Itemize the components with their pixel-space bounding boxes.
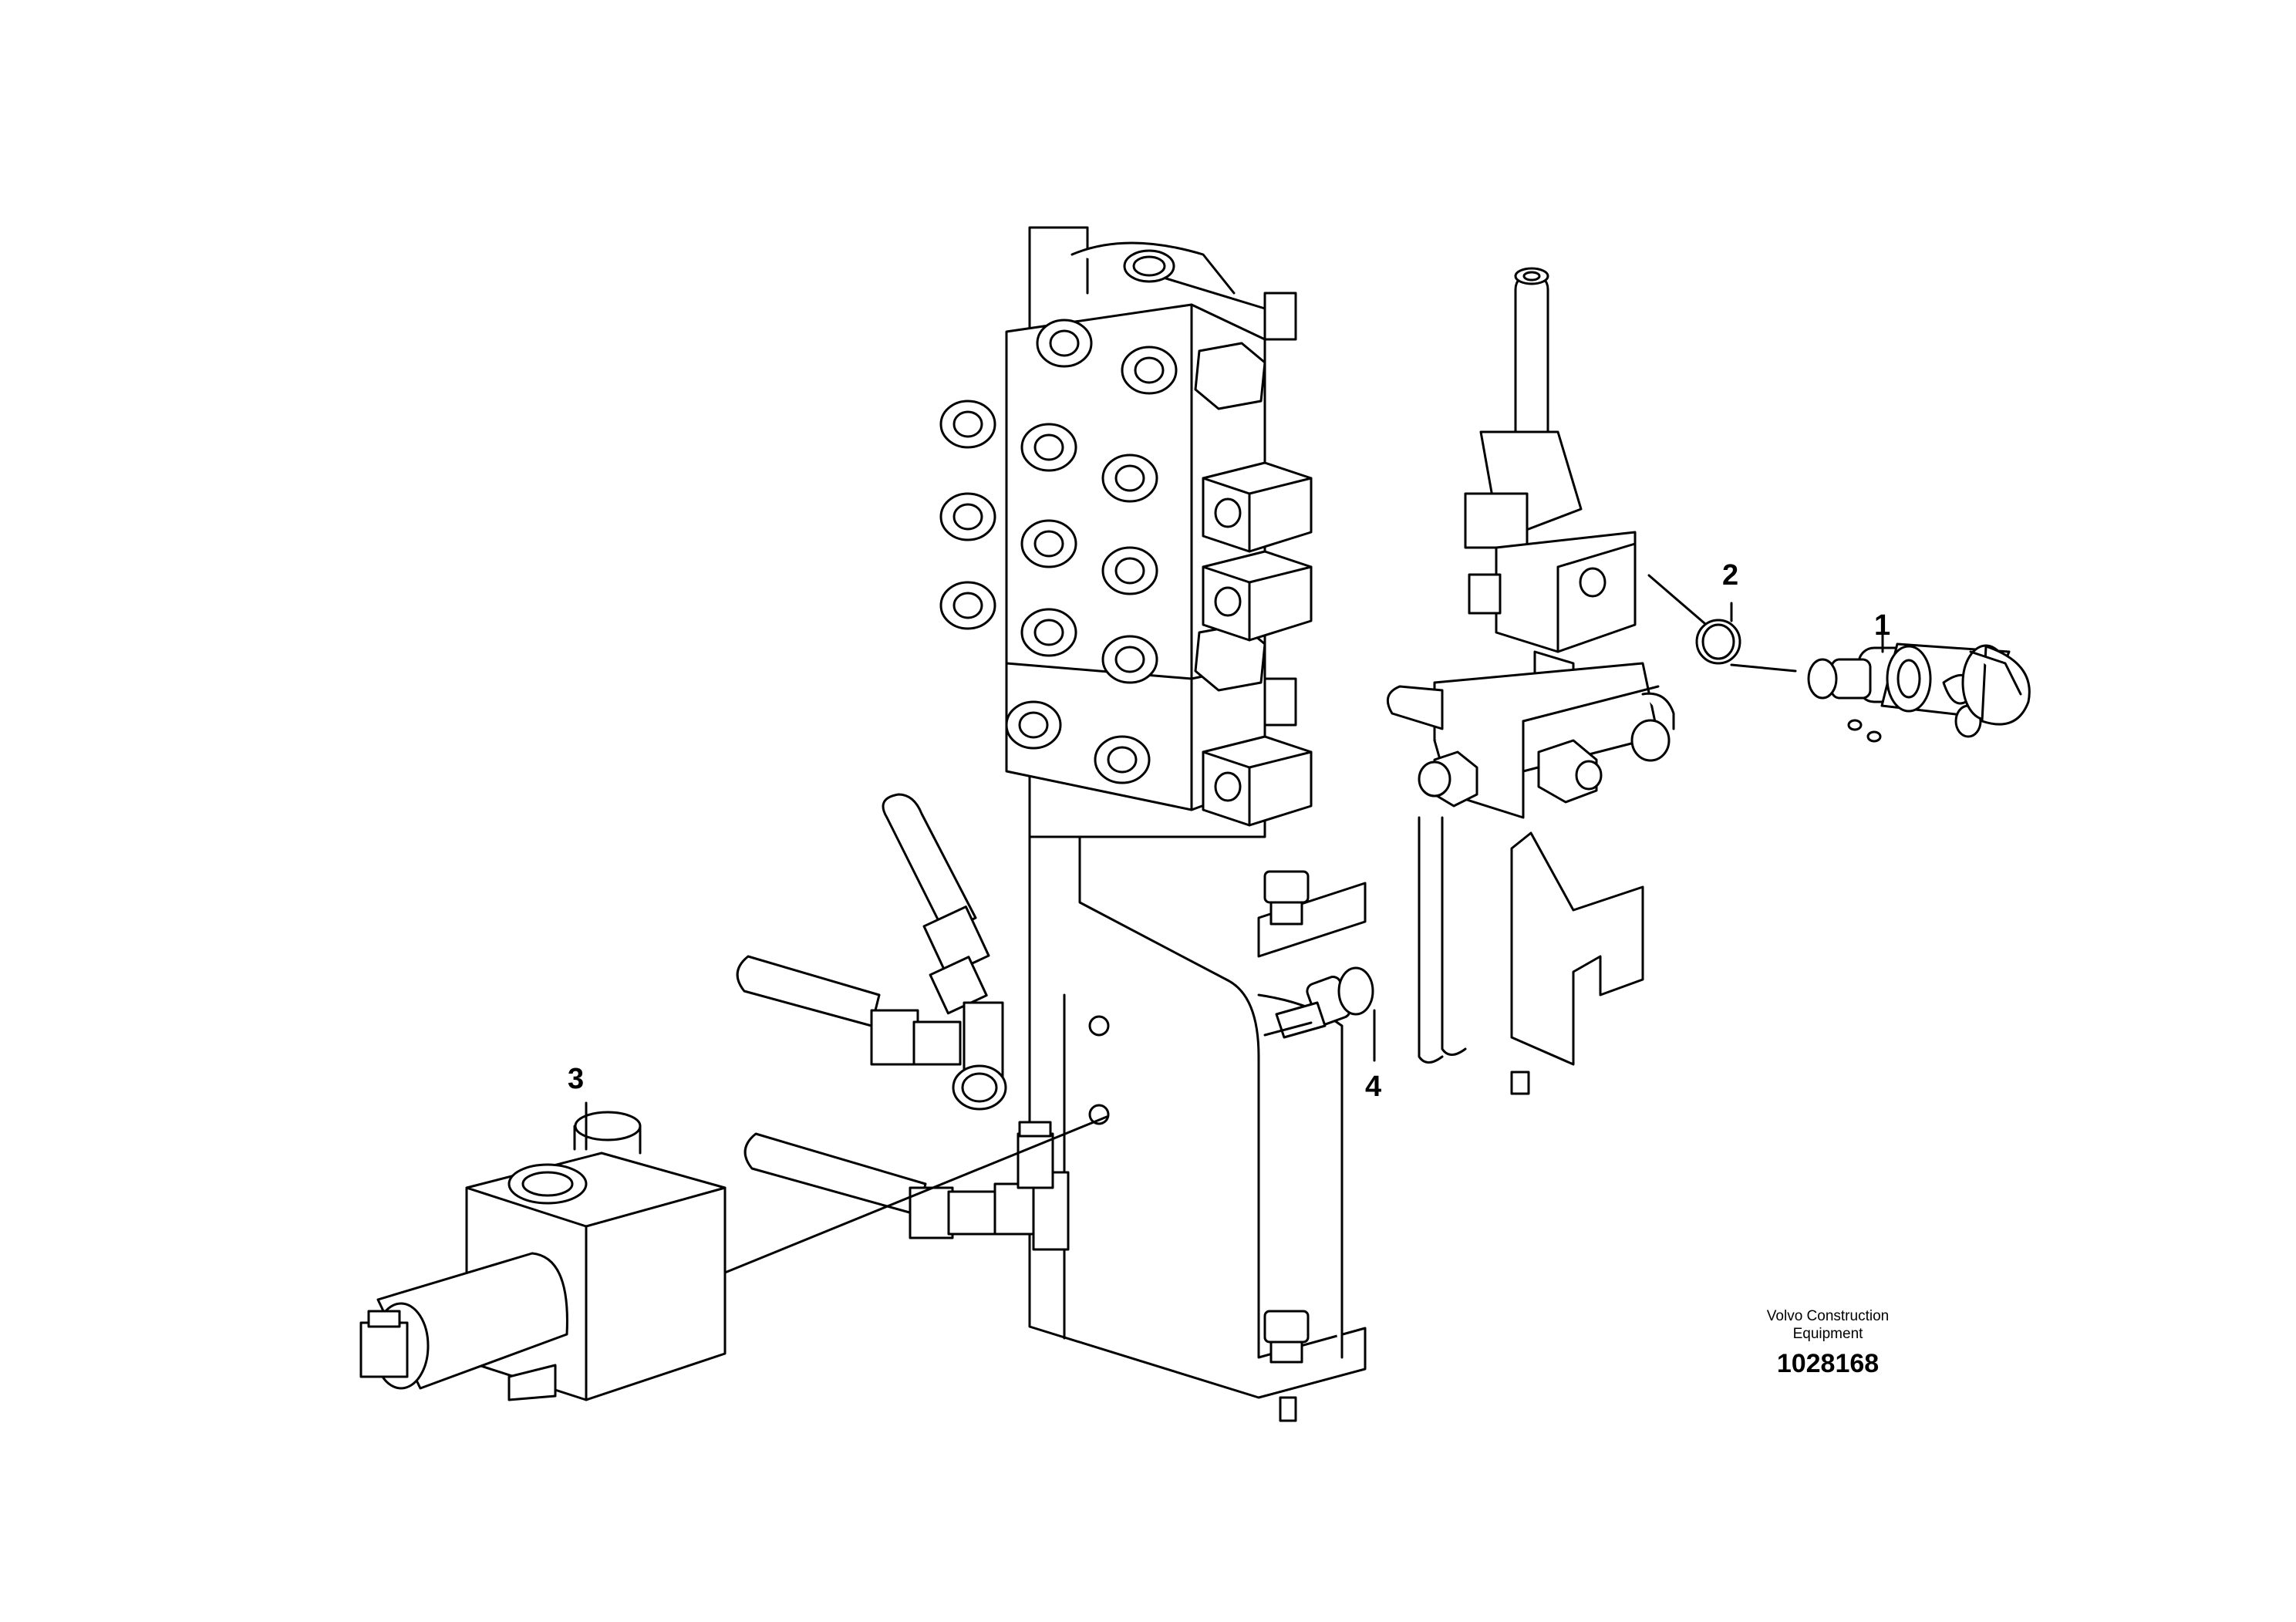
callout-4: 4	[1365, 1071, 1382, 1103]
pressure-sensor-part-1	[1807, 642, 2031, 743]
caption-drawing-number: 1028168	[1776, 1349, 1880, 1378]
port-fittings	[939, 319, 1178, 784]
caption-company-line: Volvo Construction	[1766, 1308, 1890, 1324]
gauge-valve-assembly	[1386, 267, 1675, 1095]
main-valve-block	[939, 226, 1313, 838]
callout-1: 1	[1874, 609, 1891, 642]
leader-lines	[585, 574, 1884, 1274]
solenoid-valve-part-3	[359, 1111, 727, 1401]
o-ring-part-2	[1695, 619, 1741, 665]
drawing-caption: Volvo Construction Equipment 1028168	[1743, 1307, 1913, 1379]
callout-2: 2	[1722, 559, 1739, 592]
callout-3: 3	[568, 1063, 585, 1095]
hose-assemblies	[736, 793, 1070, 1251]
side-port-blocks	[1202, 461, 1313, 827]
mounting-bracket	[1028, 835, 1367, 1422]
caption-equipment-line: Equipment	[1792, 1326, 1863, 1342]
